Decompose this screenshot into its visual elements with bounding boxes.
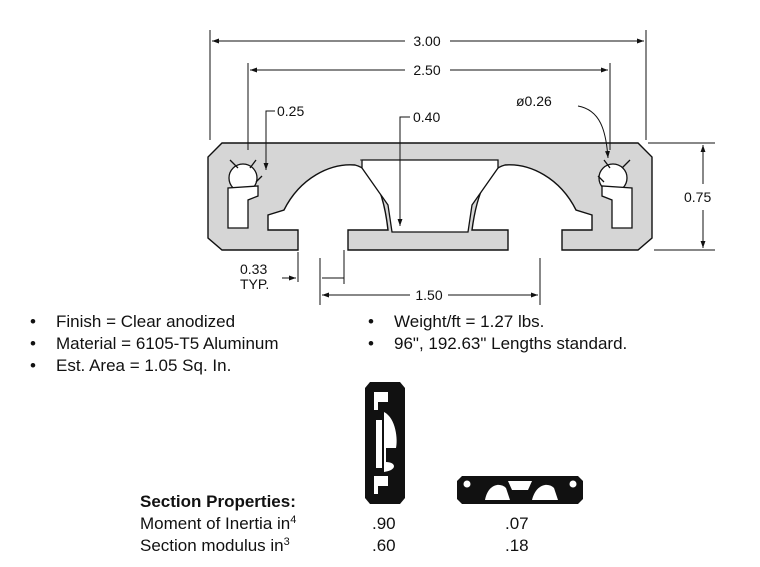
list-item: •Weight/ft = 1.27 lbs. bbox=[368, 312, 545, 331]
lip-width-note: TYP. bbox=[240, 276, 269, 292]
center-depth-label: 0.40 bbox=[413, 109, 440, 125]
dim-overall-width: 3.00 bbox=[209, 30, 647, 140]
table-row: Section modulus in3 .60 .18 bbox=[140, 535, 529, 557]
bore-diameter-label: ø0.26 bbox=[516, 93, 552, 109]
lip-width-label: 0.33 bbox=[240, 261, 267, 277]
section-properties-title: Section Properties: bbox=[140, 492, 296, 511]
center-width-label: 1.50 bbox=[415, 287, 442, 303]
dim-slot-spacing: 2.50 bbox=[247, 62, 611, 150]
horizontal-orientation-icon bbox=[457, 476, 583, 504]
list-item: •Finish = Clear anodized bbox=[30, 312, 236, 331]
horizontal-value: .18 bbox=[505, 536, 529, 555]
left-bore-notch bbox=[229, 159, 263, 183]
vertical-value: .60 bbox=[372, 536, 396, 555]
right-slot-channel bbox=[601, 185, 633, 229]
vertical-value: .90 bbox=[372, 514, 396, 533]
slot-spacing-label: 2.50 bbox=[413, 62, 440, 78]
specs-left-list: •Finish = Clear anodized •Material = 610… bbox=[30, 311, 279, 377]
table-row: Moment of Inertia in4 .90 .07 bbox=[140, 513, 529, 535]
slot-opening-label: 0.25 bbox=[277, 103, 304, 119]
height-label: 0.75 bbox=[684, 189, 711, 205]
row-exponent: 4 bbox=[290, 514, 297, 526]
section-properties-table: Section Properties: Moment of Inertia in… bbox=[140, 491, 529, 557]
left-slot-channel bbox=[227, 185, 259, 229]
dim-slot-opening: 0.25 bbox=[263, 103, 304, 170]
dim-lip-width: 0.33 TYP. bbox=[240, 252, 344, 305]
list-item: •Material = 6105-T5 Aluminum bbox=[30, 334, 279, 353]
center-cavity bbox=[361, 159, 499, 233]
row-label: Section modulus in bbox=[140, 536, 284, 555]
overall-width-label: 3.00 bbox=[413, 33, 440, 49]
dim-bore-diameter: ø0.26 bbox=[516, 93, 610, 159]
dim-height: 0.75 bbox=[648, 142, 715, 251]
dim-center-depth: 0.40 bbox=[360, 109, 440, 226]
dim-center-width: 1.50 bbox=[322, 250, 541, 305]
row-exponent: 3 bbox=[283, 536, 290, 548]
main-profile bbox=[207, 142, 653, 251]
list-item: •Est. Area = 1.05 Sq. In. bbox=[30, 356, 232, 375]
list-item: •96", 192.63" Lengths standard. bbox=[368, 334, 628, 353]
vertical-orientation-icon bbox=[365, 382, 405, 504]
specs-right-list: •Weight/ft = 1.27 lbs. •96", 192.63" Len… bbox=[368, 311, 627, 355]
row-label: Moment of Inertia in bbox=[140, 514, 291, 533]
right-bore-notch bbox=[597, 159, 631, 183]
horizontal-value: .07 bbox=[505, 514, 529, 533]
